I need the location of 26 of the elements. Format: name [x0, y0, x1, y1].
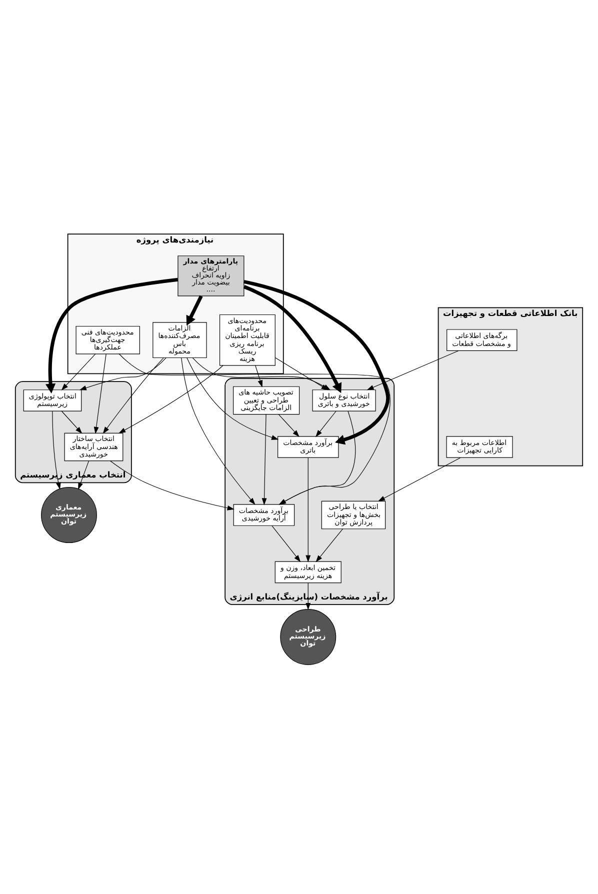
- arrow: [45, 278, 178, 394]
- arrow: [181, 357, 256, 505]
- arrow: [102, 358, 164, 434]
- arrow: [278, 414, 300, 437]
- arrow: [316, 410, 336, 438]
- arrow: [366, 350, 459, 390]
- arrow: [378, 457, 461, 502]
- arrow: [186, 357, 279, 440]
- arrow: [262, 414, 267, 506]
- arrow: [118, 354, 390, 505]
- arrow: [316, 528, 344, 562]
- arrow: [186, 295, 203, 326]
- arrow: [244, 280, 390, 445]
- arrow: [275, 358, 328, 390]
- arrow: [272, 526, 301, 562]
- arrow: [52, 410, 61, 490]
- arrow: [94, 354, 106, 434]
- arrow: [118, 365, 224, 434]
- arrow: [306, 457, 311, 562]
- arrow: [255, 365, 263, 388]
- arrow: [243, 285, 342, 394]
- arrow: [278, 410, 356, 505]
- arrow: [110, 460, 234, 510]
- arrow: [79, 358, 166, 390]
- arrow: [61, 354, 96, 390]
- arrow: [61, 410, 82, 434]
